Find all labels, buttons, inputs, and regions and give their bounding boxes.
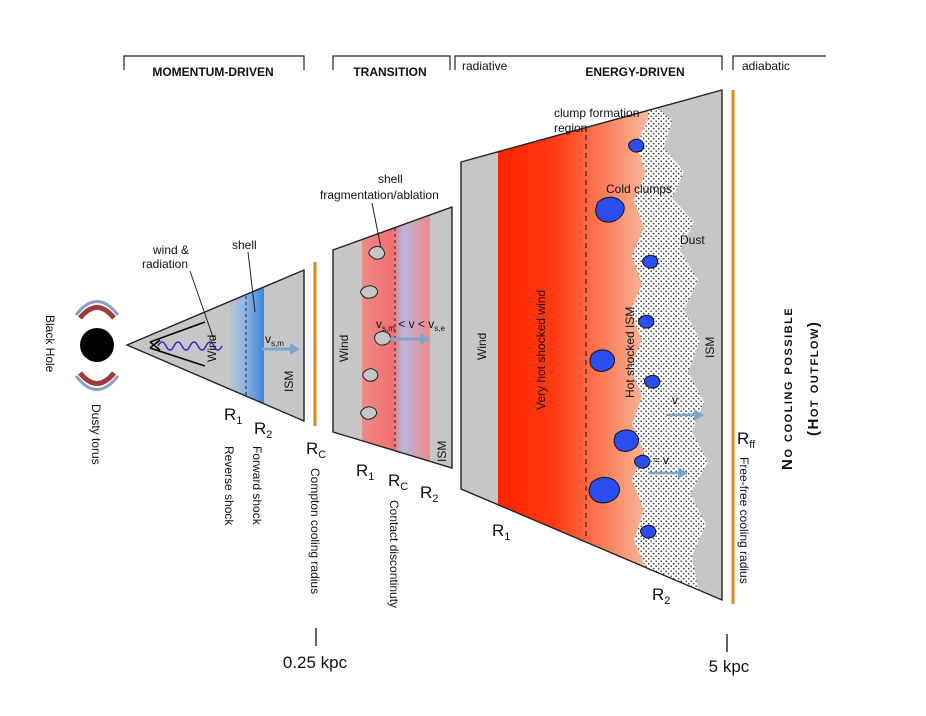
forward-shock-label: Forward shock <box>250 446 264 526</box>
black-hole-source: Black Hole Dusty torus <box>43 300 120 465</box>
no-cooling-note: No cooling possible (Hot outflow) <box>779 307 822 470</box>
fragmentation-label: shell <box>378 172 403 186</box>
hot-ism-label: Hot shocked ISM <box>623 307 637 398</box>
stage3-rff-label: Rff <box>737 429 756 451</box>
stage3-r1-label: R1 <box>492 521 510 543</box>
stage-transition: shell fragmentation/ablation Wind vs,m <… <box>320 172 453 608</box>
stage3-v1-label: v <box>672 393 678 407</box>
stage3-velocity-arrow-2 <box>678 467 688 479</box>
scale-5-kpc: 5 kpc <box>709 657 750 676</box>
cold-clumps-label: Cold clumps <box>606 182 672 196</box>
stage2-rc-label: RC <box>388 471 408 493</box>
cold-clumps <box>588 138 661 539</box>
stage1-wind-label: Wind <box>205 335 219 362</box>
wind-radiation-label: wind & <box>152 243 189 257</box>
black-hole-icon <box>80 328 114 362</box>
scale-025-kpc: 0.25 kpc <box>283 653 348 672</box>
stage2-r2-label: R2 <box>420 483 438 505</box>
compton-cooling-label: Compton cooling radius <box>308 468 322 594</box>
stage-momentum-driven: wind & radiation shell Wind vs,m ISM R1 … <box>125 238 348 672</box>
stage1-rc-label: RC <box>306 439 326 461</box>
stage1-velocity-label: vs,m <box>265 332 284 348</box>
no-cooling-label: No cooling possible <box>779 307 796 470</box>
stage2-ism-label: ISM <box>435 441 449 462</box>
hot-outflow-label: (Hot outflow) <box>805 321 822 436</box>
shell-label: shell <box>232 238 257 252</box>
clump-formation-label-2: region <box>554 121 587 135</box>
dusty-torus-label: Dusty torus <box>89 404 103 465</box>
radiation-wave-icon <box>157 341 223 351</box>
dust-region <box>630 100 708 600</box>
header-energy-driven: ENERGY-DRIVEN <box>585 65 684 79</box>
stage2-velocity-arrow <box>420 333 430 345</box>
header-radiative: radiative <box>462 59 508 73</box>
very-hot-wind-label: Very hot shocked wind <box>534 290 548 410</box>
phase-headers: MOMENTUM-DRIVEN TRANSITION radiative ENE… <box>123 55 826 79</box>
header-adiabatic: adiabatic <box>742 59 790 73</box>
fragmentation-label-2: fragmentation/ablation <box>320 188 439 202</box>
stage1-velocity-arrow <box>290 343 300 355</box>
stage3-wind-label: Wind <box>475 333 489 360</box>
stage2-velocity-label: vs,m < v < vs,e <box>376 317 445 333</box>
stage3-r2-label: R2 <box>652 585 670 607</box>
stage-energy-driven: clump formation region Cold clumps Dust … <box>460 89 756 676</box>
stage2-r1-label: R1 <box>356 461 374 483</box>
header-transition: TRANSITION <box>353 65 426 79</box>
dust-label: Dust <box>680 233 705 247</box>
stage3-ism-label: ISM <box>703 337 717 358</box>
wind-radiation-label-2: radiation <box>142 257 188 271</box>
clump-formation-label: clump formation <box>554 106 639 120</box>
shell-fragments <box>360 245 392 420</box>
stage1-r2-label: R2 <box>254 419 272 441</box>
reverse-shock-label: Reverse shock <box>222 446 236 526</box>
stage2-wind-label: Wind <box>337 335 351 362</box>
black-hole-label: Black Hole <box>43 315 57 373</box>
stage1-r1-label: R1 <box>224 405 242 427</box>
freefree-cooling-label: Free-free cooling radius <box>737 457 751 584</box>
stage3-velocity-arrow-1 <box>694 409 704 421</box>
stage3-v2-label: ≈ v <box>653 453 669 467</box>
stage1-ism-label: ISM <box>282 371 296 392</box>
contact-discontinuity-label: Contact discontinuty <box>387 500 401 608</box>
header-momentum-driven: MOMENTUM-DRIVEN <box>152 65 273 79</box>
